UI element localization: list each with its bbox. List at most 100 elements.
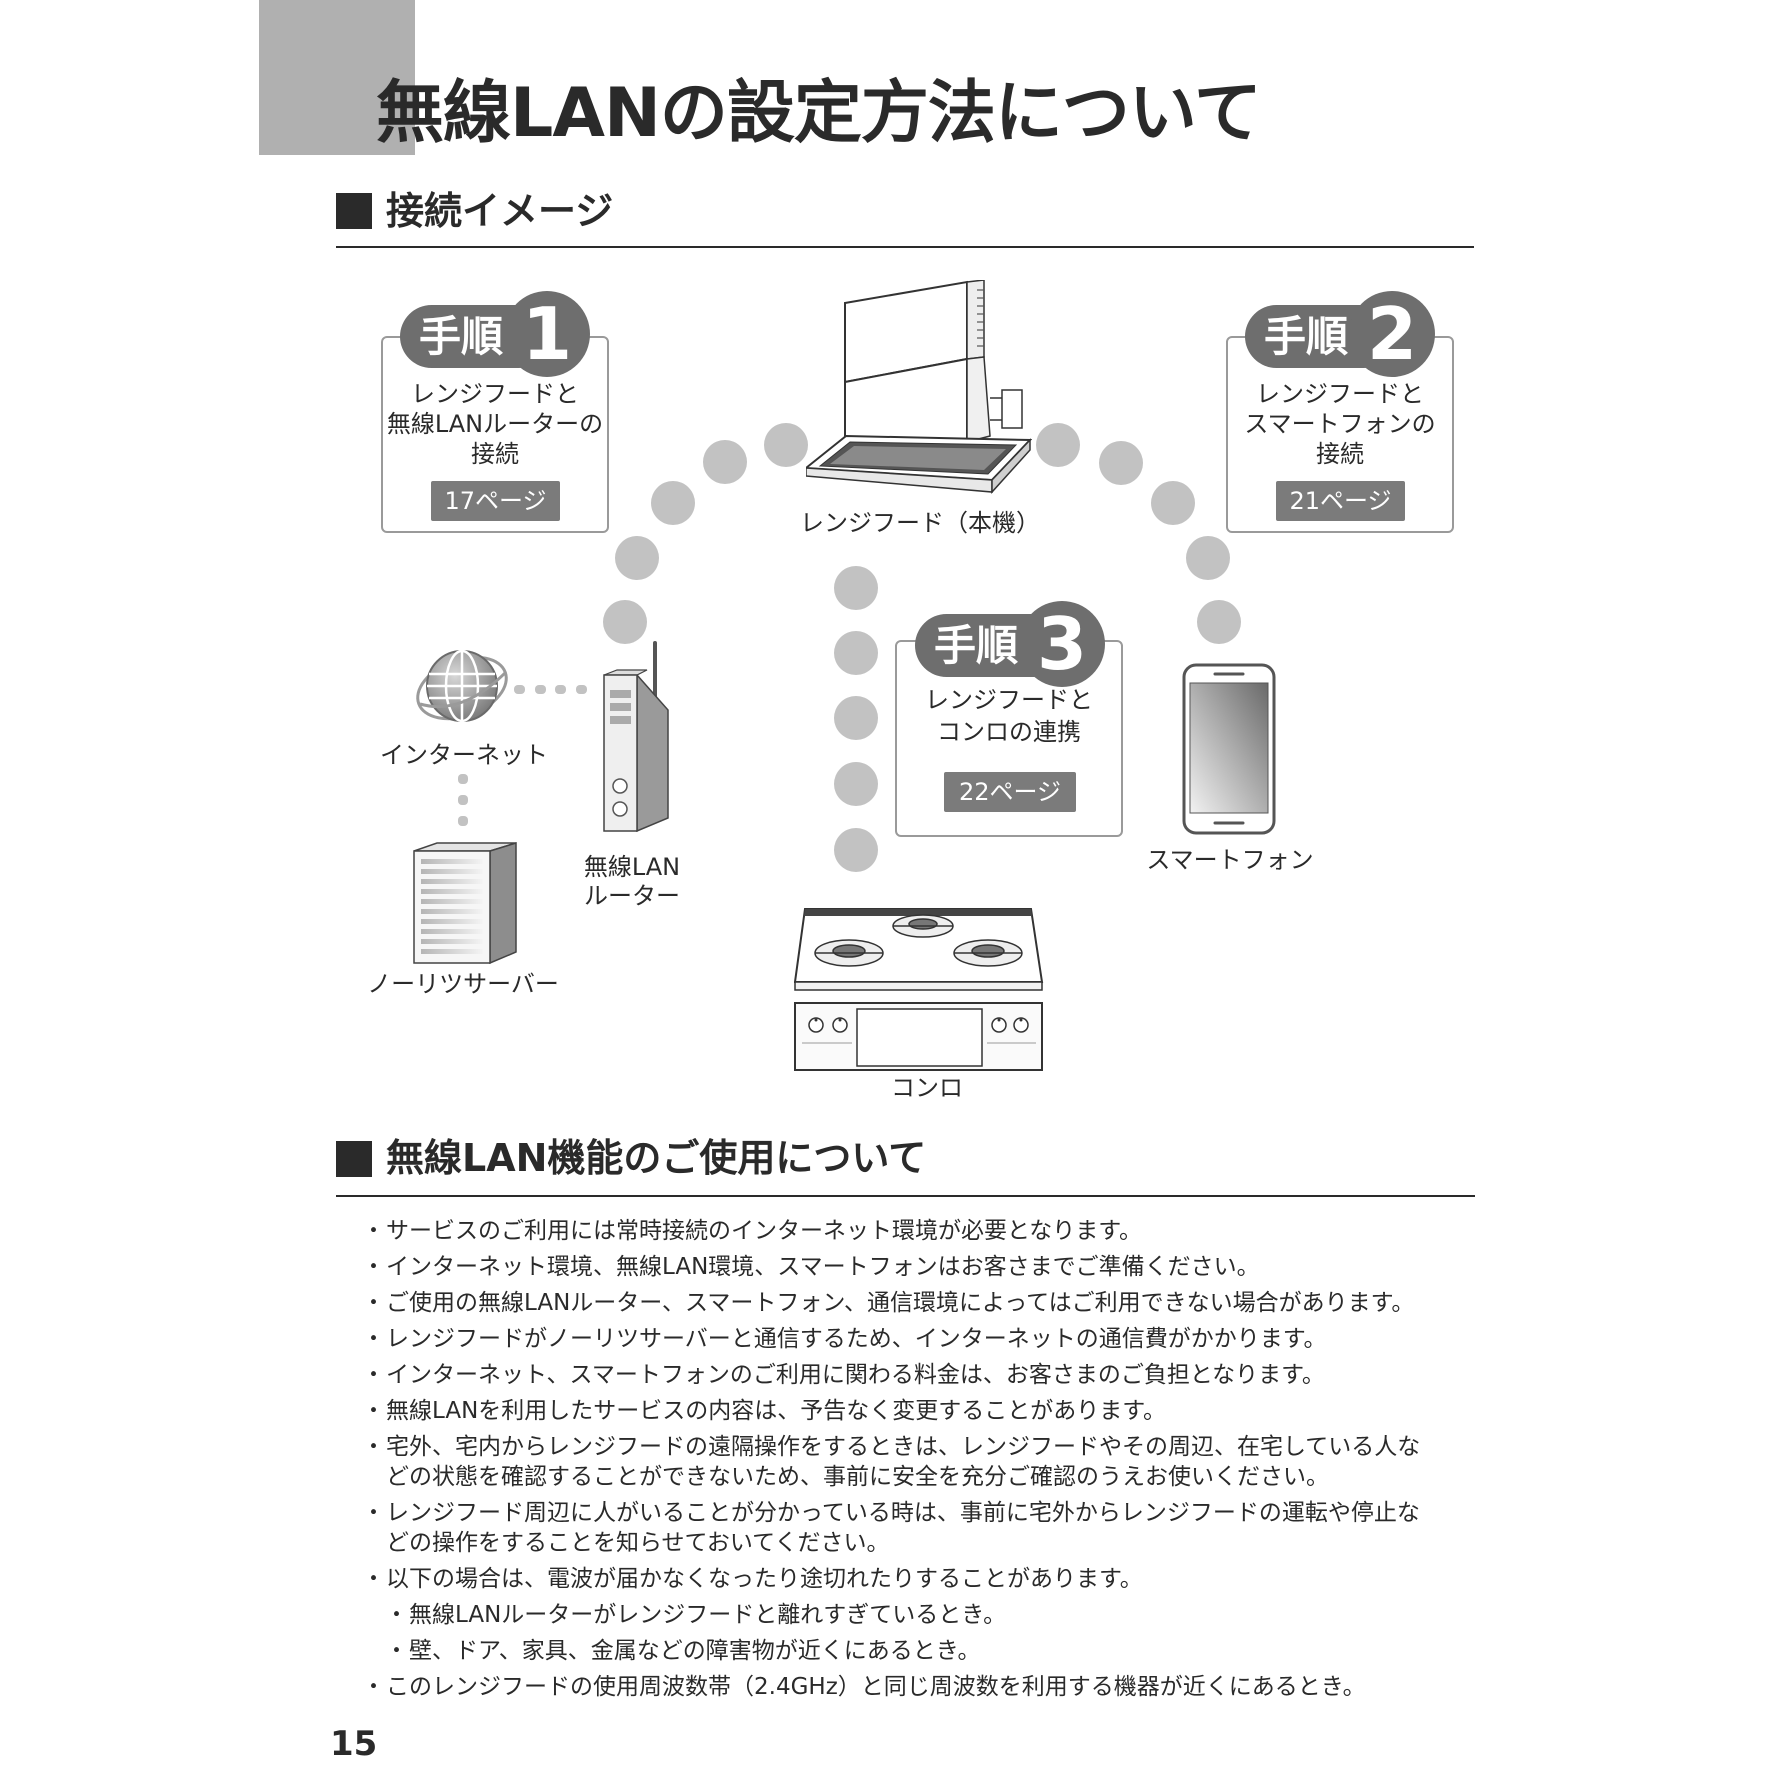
bullet: ・	[385, 1602, 408, 1628]
router-label: 無線LAN ルーター	[557, 853, 707, 911]
connection-dot	[834, 828, 878, 872]
bullet: ・	[362, 1362, 385, 1388]
list-item-text: どの操作をすることを知らせておいてください。	[386, 1530, 890, 1556]
sub-list-item: ・ 壁、ドア、家具、金属などの障害物が近くにあるとき。	[385, 1636, 1668, 1666]
bullet: ・	[362, 1674, 385, 1700]
bullet: ・	[385, 1638, 408, 1664]
connection-dot	[834, 762, 878, 806]
heading-marker	[336, 193, 372, 229]
connection-dot	[651, 481, 695, 525]
connection-dot	[834, 631, 878, 675]
step-1-badge-number: 1	[504, 291, 590, 377]
connection-dot	[834, 696, 878, 740]
connection-dot	[834, 566, 878, 610]
list-item-text: どの状態を確認することができないため、事前に安全を充分ご確認のうえお使いください…	[386, 1464, 1329, 1490]
internet-label: インターネット	[380, 741, 548, 769]
router-label-line: 無線LAN	[583, 853, 681, 881]
list-item-text: サービスのご利用には常時接続のインターネット環境が必要となります。	[386, 1218, 1143, 1244]
page-number: 15	[330, 1724, 378, 1764]
stove-illustration	[794, 908, 1044, 1071]
list-item: ・ レンジフードがノーリツサーバーと通信するため、インターネットの通信費がかかり…	[362, 1324, 1668, 1354]
link-dot	[458, 795, 468, 805]
list-item: ・ レンジフード周辺に人がいることが分かっている時は、事前に宅外からレンジフード…	[362, 1498, 1668, 1558]
bullet: ・	[362, 1326, 385, 1352]
list-item-text: 宅外、宅内からレンジフードの遠隔操作をするときは、レンジフードやその周辺、在宅し…	[386, 1434, 1421, 1460]
connection-dot	[1197, 600, 1241, 644]
bullet: ・	[362, 1398, 385, 1424]
step-description-line: スマートフォンの	[1244, 410, 1436, 438]
connection-dot	[1151, 481, 1195, 525]
list-item: ・ ご使用の無線LANルーター、スマートフォン、通信環境によってはご利用できない…	[362, 1288, 1668, 1318]
list-item-text: 無線LANを利用したサービスの内容は、予告なく変更することがあります。	[386, 1398, 1166, 1424]
step-2-badge-number: 2	[1349, 291, 1435, 377]
step-3-page-ref: 22ページ	[944, 772, 1076, 812]
bullet: ・	[362, 1254, 385, 1280]
globe-icon	[416, 649, 508, 723]
list-item-text: このレンジフードの使用周波数帯（2.4GHz）と同じ周波数を利用する機器が近くに…	[386, 1674, 1366, 1700]
usage-notes-list: ・ サービスのご利用には常時接続のインターネット環境が必要となります。 ・ イン…	[362, 1216, 1668, 1708]
smartphone-label: スマートフォン	[1146, 846, 1314, 874]
smartphone-icon	[1182, 663, 1276, 835]
server-label: ノーリツサーバー	[367, 970, 559, 998]
step-description-line: 無線LANルーターの	[386, 410, 604, 438]
bullet: ・	[362, 1500, 385, 1526]
sub-list-item: ・ 無線LANルーターがレンジフードと離れすぎているとき。	[385, 1600, 1668, 1630]
link-dot	[458, 774, 468, 784]
bullet: ・	[362, 1290, 385, 1316]
range-hood-label: レンジフード（本機）	[800, 509, 1040, 537]
list-item-text: ご使用の無線LANルーター、スマートフォン、通信環境によってはご利用できない場合…	[386, 1290, 1415, 1316]
stove-label: コンロ	[891, 1074, 963, 1102]
step-description-line: レンジフードと	[411, 380, 579, 408]
router-icon	[603, 641, 669, 832]
section-divider	[336, 246, 1474, 248]
list-item-text: 壁、ドア、家具、金属などの障害物が近くにあるとき。	[409, 1638, 981, 1664]
server-icon	[413, 842, 517, 964]
list-item: ・ 以下の場合は、電波が届かなくなったり途切れたりすることがあります。	[362, 1564, 1668, 1594]
bullet: ・	[362, 1566, 385, 1592]
title-decoration-block	[259, 0, 415, 155]
list-item: ・ サービスのご利用には常時接続のインターネット環境が必要となります。	[362, 1216, 1668, 1246]
connection-dot	[764, 423, 808, 467]
list-item-text: 無線LANルーターがレンジフードと離れすぎているとき。	[409, 1602, 1007, 1628]
connection-dot	[603, 600, 647, 644]
link-dot	[576, 685, 587, 694]
step-2-description: レンジフードと スマートフォンの 接続	[1228, 379, 1452, 469]
link-dot	[514, 685, 525, 694]
list-item: ・ インターネット、スマートフォンのご利用に関わる料金は、お客さまのご負担となり…	[362, 1360, 1668, 1390]
bullet: ・	[362, 1434, 385, 1460]
list-item-text: インターネット、スマートフォンのご利用に関わる料金は、お客さまのご負担となります…	[386, 1362, 1325, 1388]
step-description-line: レンジフードと	[925, 686, 1093, 714]
range-hood-illustration	[806, 280, 1032, 494]
list-item-text: レンジフード周辺に人がいることが分かっている時は、事前に宅外からレンジフードの運…	[386, 1500, 1420, 1526]
list-item: ・ インターネット環境、無線LAN環境、スマートフォンはお客さまでご準備ください…	[362, 1252, 1668, 1282]
router-label-line: ルーター	[584, 882, 680, 910]
section-divider	[336, 1195, 1475, 1197]
connection-dot	[1186, 536, 1230, 580]
step-description-line: レンジフードと	[1256, 380, 1424, 408]
step-1-page-ref: 17ページ	[431, 481, 560, 521]
bullet: ・	[362, 1218, 385, 1244]
list-item-text: レンジフードがノーリツサーバーと通信するため、インターネットの通信費がかかります…	[386, 1326, 1327, 1352]
link-dot	[458, 816, 468, 826]
list-item: ・ 宅外、宅内からレンジフードの遠隔操作をするときは、レンジフードやその周辺、在…	[362, 1432, 1668, 1492]
step-description-line: 接続	[1316, 440, 1364, 468]
link-dot	[555, 685, 566, 694]
connection-dot	[1099, 441, 1143, 485]
section-heading-connection-image: 接続イメージ	[386, 189, 614, 233]
list-item: ・ 無線LANを利用したサービスの内容は、予告なく変更することがあります。	[362, 1396, 1668, 1426]
step-2-page-ref: 21ページ	[1276, 481, 1405, 521]
page-title: 無線LANの設定方法について	[376, 74, 1262, 153]
step-description-line: 接続	[471, 440, 519, 468]
connection-dot	[1036, 423, 1080, 467]
list-item-text: 以下の場合は、電波が届かなくなったり途切れたりすることがあります。	[386, 1566, 1143, 1592]
step-3-badge-number: 3	[1019, 601, 1105, 687]
heading-marker	[336, 1141, 372, 1177]
link-dot	[535, 685, 546, 694]
connection-dot	[615, 536, 659, 580]
step-description-line: コンロの連携	[937, 718, 1081, 746]
list-item: ・ このレンジフードの使用周波数帯（2.4GHz）と同じ周波数を利用する機器が近…	[362, 1672, 1668, 1702]
list-item-text: インターネット環境、無線LAN環境、スマートフォンはお客さまでご準備ください。	[386, 1254, 1260, 1280]
step-1-description: レンジフードと 無線LANルーターの 接続	[383, 379, 607, 469]
step-3-description: レンジフードと コンロの連携	[897, 684, 1121, 748]
connection-dot	[703, 440, 747, 484]
